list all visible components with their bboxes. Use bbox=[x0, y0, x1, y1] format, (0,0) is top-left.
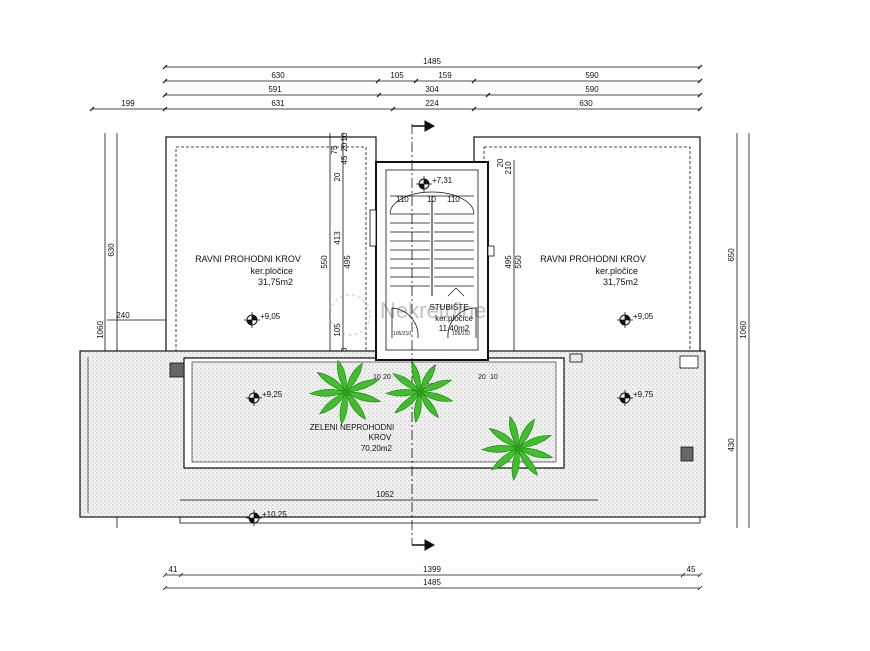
dim-label: 224 bbox=[425, 99, 439, 108]
drain-icon bbox=[680, 446, 694, 462]
bottom-dimensions bbox=[162, 572, 703, 591]
palm-trees bbox=[309, 359, 554, 481]
room-area: 70,20m2 bbox=[361, 444, 393, 453]
dim-label: 199 bbox=[121, 99, 135, 108]
dim-label: 630 bbox=[107, 243, 116, 257]
dim-label: 495 bbox=[504, 255, 513, 269]
dim-label: 20 bbox=[496, 158, 505, 167]
dim-label: 630 bbox=[271, 71, 285, 80]
dim-label: 590 bbox=[585, 85, 599, 94]
door-label: 105/210 bbox=[452, 331, 470, 337]
section-line bbox=[411, 120, 436, 551]
drain-icon bbox=[169, 362, 185, 378]
dim-label: 1060 bbox=[96, 321, 105, 339]
dim-label: 20 bbox=[333, 172, 342, 181]
level-marker-icon: +7,31 bbox=[416, 176, 453, 192]
staircase: 110 10 110 105/210 105/210 bbox=[369, 161, 495, 361]
dim-label: 110 bbox=[396, 195, 409, 204]
left-roof-terrace bbox=[165, 136, 377, 362]
top-dimensions bbox=[89, 64, 703, 112]
dim-label: 41 bbox=[169, 565, 178, 574]
dim-label: 45 bbox=[687, 565, 696, 574]
level-label: +7,31 bbox=[432, 176, 453, 185]
dim-label: 413 bbox=[333, 231, 342, 245]
dim-label: 20 bbox=[383, 374, 391, 381]
dim-label: 45 bbox=[340, 155, 349, 164]
dim-label: 110 bbox=[447, 195, 460, 204]
door-swings bbox=[391, 307, 477, 339]
palm-tree-icon bbox=[481, 415, 554, 481]
section-arrow-icon bbox=[424, 120, 436, 132]
dim-label: 495 bbox=[343, 255, 352, 269]
dim-label: 20 bbox=[478, 374, 486, 381]
dim-label: 650 bbox=[727, 248, 736, 262]
level-marker-icon: +9,25 bbox=[246, 390, 283, 406]
room-name: ZELENI NEPROHODNI bbox=[310, 423, 394, 432]
level-label: +9,05 bbox=[633, 312, 654, 321]
dim-label: 105 bbox=[390, 71, 404, 80]
room-area: 11,40m2 bbox=[439, 324, 470, 333]
dim-label: 631 bbox=[271, 99, 285, 108]
watermark: Nekretnine bbox=[329, 294, 486, 336]
dim-label: 105 bbox=[333, 323, 342, 337]
dim-label: 590 bbox=[585, 71, 599, 80]
room-name-line2: KROV bbox=[369, 433, 392, 442]
dim-label: 1485 bbox=[423, 57, 441, 66]
dim-label: 210 bbox=[504, 161, 513, 175]
dim-label: 159 bbox=[438, 71, 452, 80]
bottom-dimension-labels: 41 1399 45 1485 bbox=[169, 565, 696, 587]
room-area: 31,75m2 bbox=[258, 277, 293, 287]
room-finish: ker.pločice bbox=[250, 266, 293, 276]
level-markers: +7,31 +9,05 +9,05 +9,25 +9,75 +10,25 bbox=[244, 176, 654, 526]
dim-label: 550 bbox=[320, 255, 329, 269]
dim-label: 1052 bbox=[376, 490, 394, 499]
green-roof: 1052 10 20 20 10 304 bbox=[79, 350, 706, 524]
palm-tree-icon bbox=[385, 361, 454, 424]
dim-label: 630 bbox=[579, 99, 593, 108]
room-area: 31,75m2 bbox=[603, 277, 638, 287]
dim-label: 75 bbox=[330, 145, 339, 154]
dim-label: 10 bbox=[490, 374, 498, 381]
dim-label: 1399 bbox=[423, 565, 441, 574]
dim-label: 550 bbox=[514, 255, 523, 269]
palm-tree-icon bbox=[309, 359, 382, 425]
door-label: 105/210 bbox=[393, 331, 411, 337]
dim-label: 1060 bbox=[739, 321, 748, 339]
room-name: RAVNI PROHODNI KROV bbox=[195, 254, 301, 264]
level-marker-icon: +9,05 bbox=[244, 312, 281, 328]
level-label: +10,25 bbox=[262, 510, 287, 519]
top-dimension-labels: 1485 630 105 159 590 591 304 590 199 631… bbox=[121, 57, 599, 108]
dim-label: 430 bbox=[727, 438, 736, 452]
room-finish: ker.pločice bbox=[435, 314, 473, 323]
dim-label: 10 bbox=[373, 374, 381, 381]
level-label: +9,75 bbox=[633, 390, 654, 399]
dim-label: 10 bbox=[427, 195, 436, 204]
dim-label: 20 bbox=[340, 142, 349, 151]
level-marker-icon: +10,25 bbox=[246, 510, 287, 526]
room-name: STUBIŠTE bbox=[429, 303, 468, 312]
level-marker-icon: +9,05 bbox=[617, 312, 654, 328]
level-label: +9,25 bbox=[262, 390, 283, 399]
dim-label: 240 bbox=[116, 311, 130, 320]
room-name: RAVNI PROHODNI KROV bbox=[540, 254, 646, 264]
level-marker-icon: +9,75 bbox=[617, 390, 654, 406]
dim-label: 304 bbox=[425, 85, 439, 94]
level-label: +9,05 bbox=[260, 312, 281, 321]
dim-label: 591 bbox=[268, 85, 282, 94]
watermark-text: Nekretnine bbox=[380, 298, 486, 323]
room-labels: RAVNI PROHODNI KROV ker.pločice 31,75m2 … bbox=[195, 254, 646, 453]
room-finish: ker.pločice bbox=[595, 266, 638, 276]
section-arrow-icon bbox=[424, 539, 436, 551]
dim-label: 1485 bbox=[423, 578, 441, 587]
